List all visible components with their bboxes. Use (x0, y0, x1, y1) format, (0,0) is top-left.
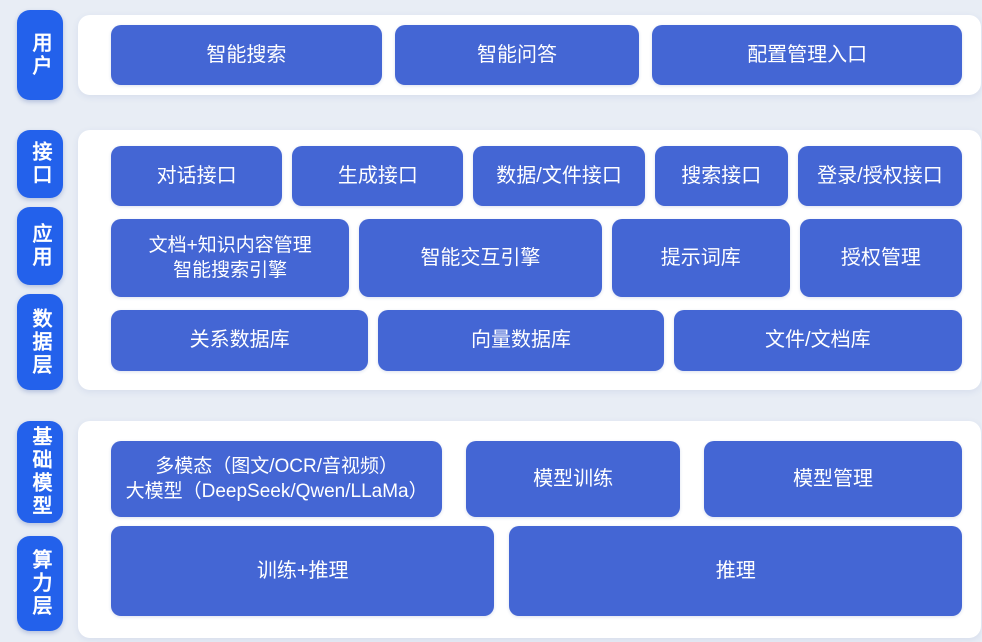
box-vector-database: 向量数据库 (378, 310, 664, 371)
box-training-inference: 训练+推理 (111, 526, 495, 616)
section-middle-layers: 接口 应用 数据层 对话接口 生成接口 数据/文件接口 搜索接口 登录/授权接口… (17, 130, 982, 390)
box-config-management-entry: 配置管理入口 (652, 25, 962, 85)
box-smart-interaction-engine: 智能交互引擎 (359, 219, 602, 297)
box-dialog-api: 对话接口 (111, 146, 283, 206)
data-layer-row: 关系数据库 向量数据库 文件/文档库 (111, 310, 962, 371)
box-file-document-library: 文件/文档库 (673, 310, 962, 371)
layer-label-compute: 算力层 (17, 536, 63, 631)
box-model-training: 模型训练 (466, 441, 681, 517)
box-multimodal-llm: 多模态（图文/OCR/音视频） 大模型（DeepSeek/Qwen/LLaMa） (111, 441, 443, 517)
layer-label-user: 用户 (17, 10, 63, 100)
user-layer-row: 智能搜索 智能问答 配置管理入口 (111, 25, 962, 85)
box-smart-qa: 智能问答 (394, 25, 640, 85)
panel-user-layer: 智能搜索 智能问答 配置管理入口 (78, 15, 981, 95)
section-foundation-layers: 基础模型 算力层 多模态（图文/OCR/音视频） 大模型（DeepSeek/Qw… (17, 421, 982, 638)
box-smart-search: 智能搜索 (111, 25, 382, 85)
layer-label-foundation-model: 基础模型 (17, 421, 63, 523)
box-search-api: 搜索接口 (654, 146, 788, 206)
panel-foundation-layers: 多模态（图文/OCR/音视频） 大模型（DeepSeek/Qwen/LLaMa）… (78, 421, 981, 638)
box-prompt-library: 提示词库 (611, 219, 790, 297)
user-layer-label-column: 用户 (17, 10, 63, 100)
foundation-model-row: 多模态（图文/OCR/音视频） 大模型（DeepSeek/Qwen/LLaMa）… (111, 441, 962, 517)
box-inference: 推理 (509, 526, 962, 616)
interface-layer-row: 对话接口 生成接口 数据/文件接口 搜索接口 登录/授权接口 (111, 146, 963, 206)
box-model-management: 模型管理 (704, 441, 962, 517)
application-layer-row: 文档+知识内容管理 智能搜索引擎 智能交互引擎 提示词库 授权管理 (111, 219, 963, 297)
section-user-layer: 用户 智能搜索 智能问答 配置管理入口 (17, 10, 982, 100)
box-authorization-management: 授权管理 (799, 219, 963, 297)
box-login-auth-api: 登录/授权接口 (797, 146, 963, 206)
layer-label-data: 数据层 (17, 294, 63, 390)
box-relational-database: 关系数据库 (111, 310, 369, 371)
box-data-file-api: 数据/文件接口 (473, 146, 645, 206)
panel-middle-layers: 对话接口 生成接口 数据/文件接口 搜索接口 登录/授权接口 文档+知识内容管理… (78, 130, 981, 390)
bottom-layer-label-column: 基础模型 算力层 (17, 421, 63, 638)
middle-layer-label-column: 接口 应用 数据层 (17, 130, 63, 390)
box-doc-knowledge-search-engine: 文档+知识内容管理 智能搜索引擎 (111, 219, 350, 297)
box-generation-api: 生成接口 (292, 146, 464, 206)
layer-label-interface: 接口 (17, 130, 63, 198)
compute-layer-row: 训练+推理 推理 (111, 526, 962, 616)
layer-label-application: 应用 (17, 207, 63, 285)
